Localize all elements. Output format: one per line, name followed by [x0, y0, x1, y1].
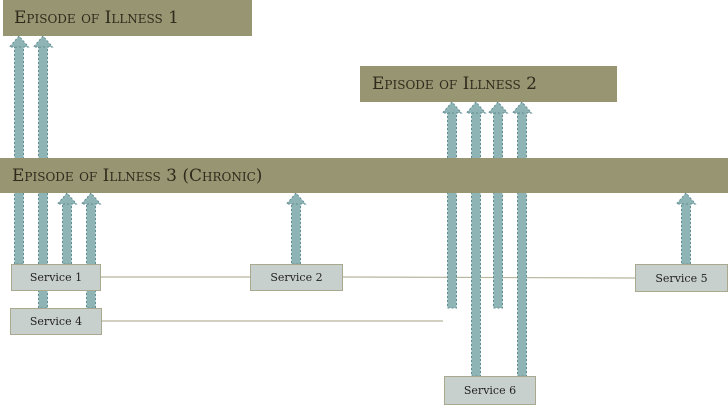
- service-5-box: Service 5: [635, 264, 728, 292]
- episode-of-illness-1-band: Episode of Illness 1: [3, 0, 252, 36]
- arrow-service1-to-episode3: [56, 192, 78, 265]
- episode-3-label: Episode of Illness 3 (Chronic): [12, 165, 263, 186]
- service-4-box: Service 4: [10, 308, 102, 335]
- episode-of-illness-2-band: Episode of Illness 2: [360, 66, 617, 102]
- episode-of-illness-3-band: Episode of Illness 3 (Chronic): [0, 158, 728, 193]
- arrow-service6-to-episode2: [465, 101, 487, 377]
- service-5-label: Service 5: [655, 271, 708, 285]
- arrow-service2-to-episode3: [285, 192, 307, 265]
- arrow-service5-to-episode3: [675, 192, 697, 265]
- service-2-box: Service 2: [250, 264, 343, 291]
- service-1-box: Service 1: [11, 264, 101, 291]
- service-2-label: Service 2: [270, 271, 323, 284]
- arrow-service4-to-episode3: [80, 192, 102, 309]
- arrow-service6-to-episode2: [511, 101, 533, 377]
- service-1-label: Service 1: [29, 271, 83, 284]
- arrow-service1-to-episode1: [8, 35, 30, 265]
- service-6-label: Service 6: [463, 384, 517, 397]
- connector-line-service2-service5: [342, 276, 636, 279]
- service-6-box: Service 6: [444, 376, 536, 405]
- service-4-label: Service 4: [29, 315, 83, 328]
- arrow-service5-to-episode2: [487, 101, 509, 309]
- arrow-service4-to-episode2: [441, 101, 463, 309]
- episode-2-label: Episode of Illness 2: [372, 74, 537, 94]
- episode-1-label: Episode of Illness 1: [14, 8, 179, 28]
